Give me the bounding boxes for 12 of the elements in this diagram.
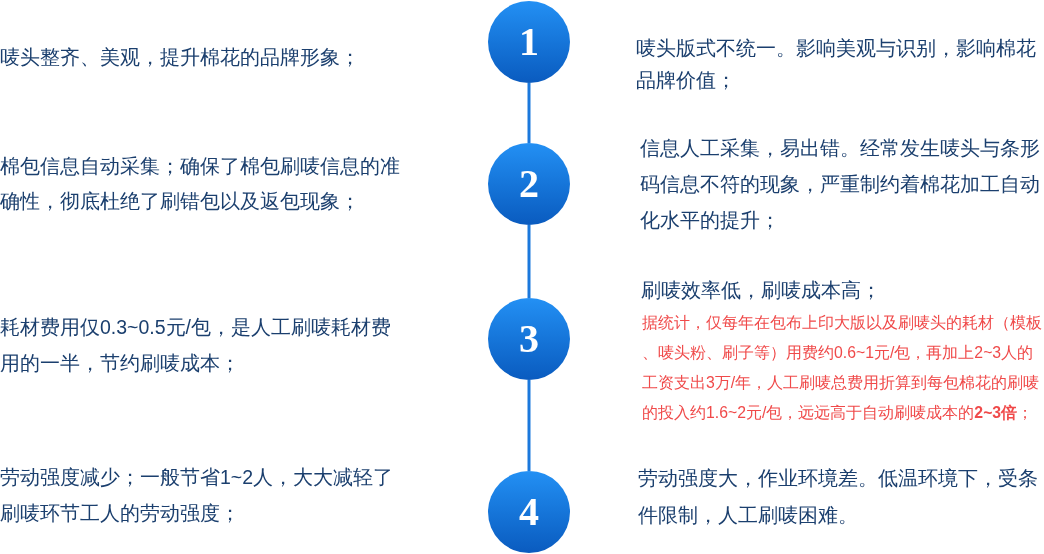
problem-text: 信息人工采集，易出错。经常发生唛头与条形码信息不符的现象，严重制约着棉花加工自动化水平的提升； bbox=[640, 136, 1041, 233]
statistics-note: 据统计，仅每年在包布上印大版以及刷唛头的耗材（模板、唛头粉、刷子等）用费约0.6~1元/包，再加上2~3人的工资支出3万/年，人工刷唛总费用折算到每包棉花的刷唛的投入约1.6~2元/包，远远高于自动刷唛成本的2~3倍； bbox=[642, 313, 1042, 423]
benefit-text: 耗材费用仅0.3~0.5元/包，是人工刷唛耗材费用的一半，节约刷唛成本； bbox=[0, 315, 393, 376]
connector-line bbox=[527, 380, 531, 471]
benefit-text: 唛头整齐、美观，提升棉花的品牌形象； bbox=[0, 45, 361, 70]
connector-line bbox=[527, 83, 531, 143]
connector-line bbox=[527, 225, 531, 298]
benefit-text: 棉包信息自动采集；确保了棉包刷唛信息的准确性，彻底杜绝了刷错包以及返包现象； bbox=[0, 154, 401, 214]
problem-text: 劳动强度大，作业环境差。低温环境下，受条件限制，人工刷唛困难。 bbox=[638, 466, 1039, 528]
problem-text: 唛头版式不统一。影响美观与识别，影响棉花品牌价值； bbox=[636, 36, 1037, 93]
problem-text: 刷唛效率低，刷唛成本高； bbox=[641, 278, 882, 303]
benefit-text: 劳动强度减少；一般节省1~2人，大大减轻了刷唛环节工人的劳动强度； bbox=[0, 465, 395, 526]
